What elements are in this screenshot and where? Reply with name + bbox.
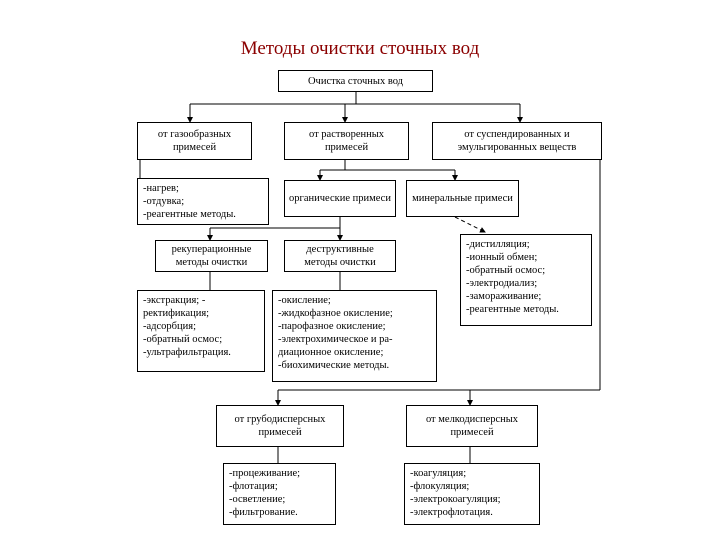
destructive-methods-list: -окисление; -жидкофазное окисление; -пар… xyxy=(272,290,437,382)
root-box: Очистка сточных вод xyxy=(278,70,433,92)
gas-methods-list: -нагрев; -отдувка; -реагентные методы. xyxy=(137,178,269,225)
category-suspended: от суспендированных и эмульгированных ве… xyxy=(432,122,602,160)
organic-impurities-box: органические примеси xyxy=(284,180,396,217)
destructive-methods-box: деструктивные методы очистки xyxy=(284,240,396,272)
coarse-dispersed-box: от грубодисперсных примесей xyxy=(216,405,344,447)
fine-dispersed-box: от мелкодисперсных примесей xyxy=(406,405,538,447)
recuperative-methods-box: рекуперационные методы очистки xyxy=(155,240,268,272)
diagram-title: Методы очистки сточных вод xyxy=(240,38,480,59)
category-dissolved: от растворенных примесей xyxy=(284,122,409,160)
category-gaseous: от газообразных примесей xyxy=(137,122,252,160)
mineral-impurities-box: минеральные примеси xyxy=(406,180,519,217)
fine-methods-list: -коагуляция; -флокуляция; -электрокоагул… xyxy=(404,463,540,525)
mineral-methods-list: -дистилляция; -ионный обмен; -обратный о… xyxy=(460,234,592,326)
coarse-methods-list: -процеживание; -флотация; -осветление; -… xyxy=(223,463,336,525)
recuperative-methods-list: -экстракция; - ректификация; -адсорбция;… xyxy=(137,290,265,372)
